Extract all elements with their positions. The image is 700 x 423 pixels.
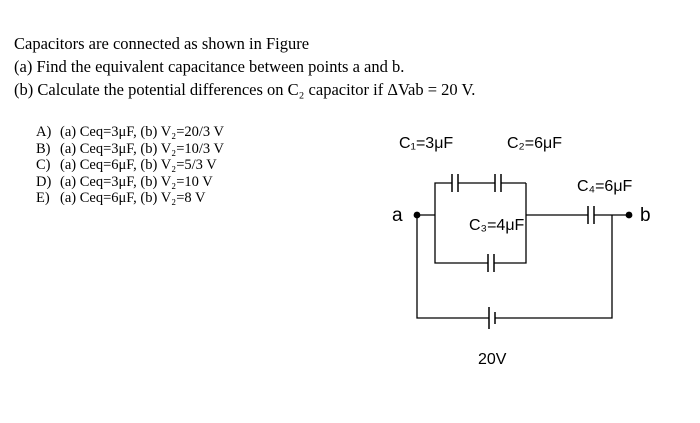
question-line-3: (b) Calculate the potential differences … bbox=[14, 80, 476, 99]
choice-e[interactable]: E) (a) Ceq=6μF, (b) V₂=8 V bbox=[36, 190, 224, 207]
node-b-dot bbox=[625, 211, 633, 219]
choice-text: (a) Ceq=3μF, (b) V₂=10/3 V bbox=[60, 140, 225, 157]
choice-a[interactable]: A) (a) Ceq=3μF, (b) V₂=20/3 V bbox=[36, 124, 224, 141]
answer-choices: A) (a) Ceq=3μF, (b) V₂=20/3 V B) (a) Ceq… bbox=[36, 124, 224, 207]
circuit-wires bbox=[416, 182, 629, 319]
node-a-label: a bbox=[392, 205, 403, 226]
choice-letter: D) bbox=[36, 173, 52, 190]
node-a-dot bbox=[413, 211, 421, 219]
choice-letter: C) bbox=[36, 157, 51, 173]
choice-c[interactable]: C) (a) Ceq=6μF, (b) V₂=5/3 V bbox=[36, 157, 224, 174]
capacitor-plates bbox=[451, 174, 595, 272]
choice-text: (a) Ceq=6μF, (b) V₂=8 V bbox=[60, 190, 206, 206]
choice-letter: A) bbox=[36, 124, 52, 140]
question-line-2: (a) Find the equivalent capacitance betw… bbox=[14, 57, 405, 76]
choice-d[interactable]: D) (a) Ceq=3μF, (b) V₂=10 V bbox=[36, 174, 224, 191]
c3-label: C₃=4μF bbox=[469, 217, 525, 234]
c1-label: C₁=3μF bbox=[399, 135, 453, 152]
choice-b[interactable]: B) (a) Ceq=3μF, (b) V₂=10/3 V bbox=[36, 141, 224, 158]
battery-symbol bbox=[488, 307, 496, 329]
choice-letter: B) bbox=[36, 140, 51, 157]
choice-text: (a) Ceq=6μF, (b) V₂=5/3 V bbox=[60, 157, 217, 173]
choice-text: (a) Ceq=3μF, (b) V₂=20/3 V bbox=[60, 124, 225, 140]
node-b-label: b bbox=[640, 205, 651, 226]
battery-label: 20V bbox=[478, 351, 507, 368]
c4-label: C₄=6μF bbox=[577, 178, 633, 195]
choice-letter: E) bbox=[36, 190, 50, 206]
choice-text: (a) Ceq=3μF, (b) V₂=10 V bbox=[60, 173, 213, 190]
c2-label: C₂=6μF bbox=[507, 135, 562, 152]
question-line-1: Capacitors are connected as shown in Fig… bbox=[14, 34, 310, 53]
